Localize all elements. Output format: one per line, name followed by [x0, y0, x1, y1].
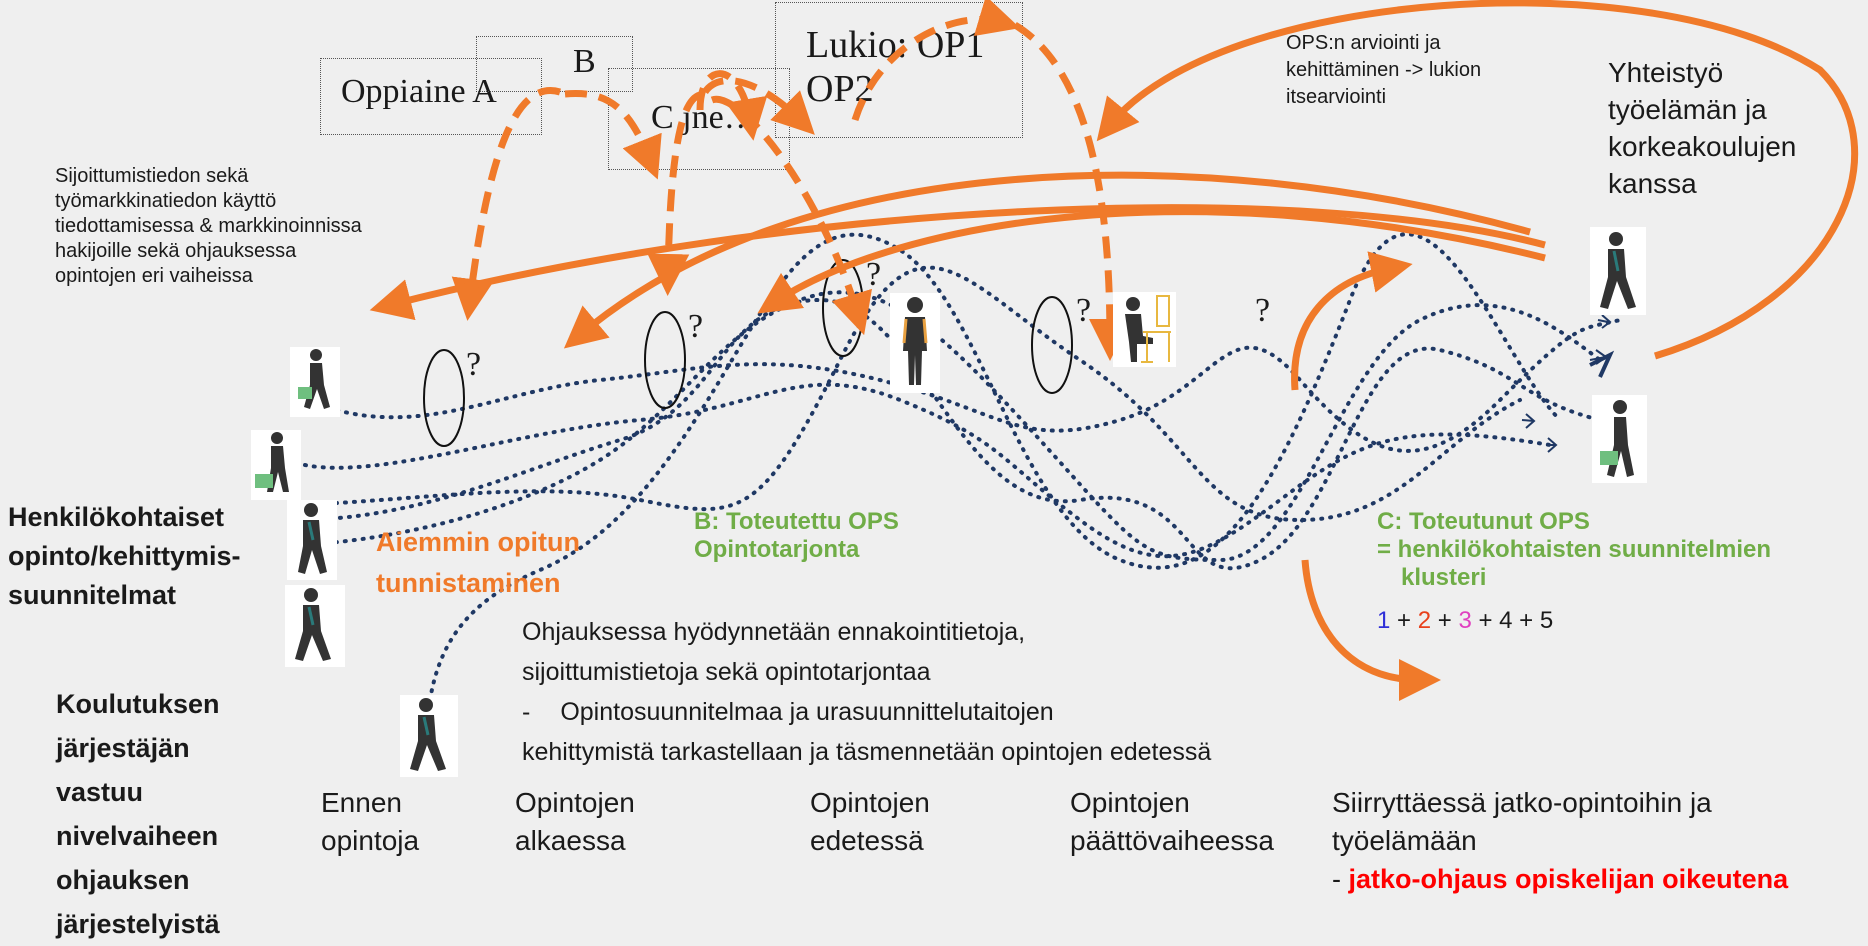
walking-person-icon: [1590, 227, 1646, 315]
dashed-arrow: [451, 87, 562, 321]
walking-person-icon: [287, 500, 337, 580]
provider-responsibility-text: Koulutuksen järjestäjän vastuu nivelvaih…: [56, 689, 220, 939]
learner-path: [298, 265, 1522, 523]
prior-learning-label: Aiemmin opitun tunnistaminen: [376, 527, 580, 598]
guidance-line4: kehittymistä tarkastellaan ja täsmennetä…: [522, 738, 1212, 766]
checkpoint-ellipse: [1031, 296, 1073, 394]
realized-ops-c-label: C: Toteutunut OPS = henkilökohtaisten su…: [1377, 508, 1771, 592]
formula-part: 3: [1458, 607, 1472, 634]
personal-plans-label: Henkilökohtaiset opinto/kehittymis-suunn…: [8, 502, 241, 610]
question-mark: ?: [1076, 292, 1092, 329]
realized-ops-c-line3: klusteri: [1401, 564, 1487, 591]
dashed-arrow: [702, 77, 815, 135]
realized-ops-c-line1: C: Toteutunut OPS: [1377, 508, 1590, 535]
feedback-arrow: [563, 171, 1531, 349]
learner-path: [293, 297, 1602, 571]
realized-ops-b-line1: B: Toteutettu OPS: [694, 508, 899, 535]
placement-info-text: Sijoittumistiedon sekä työmarkkinatiedon…: [55, 165, 362, 287]
realized-ops-b-label: B: Toteutettu OPS Opintotarjonta: [694, 508, 899, 564]
guidance-line2: sijoittumistietoja sekä opintotarjontaa: [522, 658, 931, 686]
learner-path: [428, 232, 1562, 702]
formula-part: 2: [1417, 607, 1432, 634]
phase-progress: Opintojen edetessä: [810, 787, 930, 856]
phase-transition-line3: - jatko-ohjaus opiskelijan oikeutena: [1332, 860, 1862, 898]
guidance-line1: Ohjauksessa hyödynnetään ennakointitieto…: [522, 618, 1026, 646]
dashed-arrow: [564, 90, 662, 180]
phase-final: Opintojen päättövaiheessa: [1070, 787, 1274, 856]
feedback-arrow: [1096, 0, 1859, 360]
realized-ops-b-line2: Opintotarjonta: [694, 536, 860, 563]
walking-person-icon: [251, 430, 301, 500]
question-mark: ?: [466, 346, 482, 383]
realized-ops-c-line2: = henkilökohtaisten suunnitelmien: [1377, 536, 1772, 563]
walking-person-icon: [290, 347, 340, 417]
formula-part: +: [1390, 607, 1418, 634]
phase-before: Ennen opintoja: [321, 787, 420, 856]
learner-path: [318, 318, 1622, 453]
phase-transition-line1: Siirryttäessä jatko-opintoihin ja: [1332, 787, 1712, 818]
walking-person-icon: [285, 585, 345, 667]
phase-transition: Siirryttäessä jatko-opintoihin ja työelä…: [1332, 784, 1862, 898]
standing-person-icon: [890, 293, 940, 393]
formula-part: +: [1431, 607, 1459, 634]
question-mark: ?: [866, 256, 882, 293]
walking-person-icon: [1592, 395, 1647, 483]
transition-dash: -: [1332, 864, 1349, 894]
feedback-arrow: [369, 204, 1546, 321]
formula-part: + 4 + 5: [1471, 607, 1554, 634]
formula-part: 1: [1377, 607, 1391, 634]
subject-box-a: Oppiaine A: [320, 58, 542, 135]
cluster-arrow-down: [1301, 559, 1441, 701]
guidance-bullet: -: [522, 698, 531, 726]
ops-evaluation-text: OPS:n arviointi ja kehittäminen -> lukio…: [1286, 32, 1482, 108]
transition-right-text: jatko-ohjaus opiskelijan oikeutena: [1348, 864, 1789, 894]
dashed-arrow: [1013, 22, 1131, 361]
person-at-desk-icon: [1113, 292, 1176, 367]
guidance-line3-row: - Opintosuunnitelmaa ja urasuunnittelutai…: [522, 692, 1211, 732]
cooperation-text: Yhteistyö työelämän ja korkeakoulujen ka…: [1608, 57, 1797, 199]
learner-path: [298, 290, 1602, 563]
dashed-arrow: [647, 91, 702, 296]
feedback-arrow: [757, 208, 1546, 314]
guidance-text: Ohjauksessa hyödynnetään ennakointitieto…: [522, 612, 1211, 772]
guidance-line3: Opintosuunnitelmaa ja urasuunnittelutait…: [560, 698, 1054, 726]
cluster-formula: 1 + 2 + 3 + 4 + 5: [1377, 607, 1553, 635]
learner-path: [303, 382, 1552, 559]
checkpoint-ellipse: [644, 311, 686, 409]
checkpoint-ellipse: [423, 349, 465, 447]
dashed-arrow: [696, 70, 768, 141]
walking-person-icon: [400, 695, 458, 777]
subject-box-b-label: B: [573, 43, 596, 80]
cluster-arrow-up: [1291, 251, 1413, 391]
phase-start: Opintojen alkaessa: [515, 787, 635, 856]
dashed-arrow: [851, 0, 1021, 122]
subject-box-a-label: Oppiaine A: [341, 73, 497, 110]
phase-transition-line2: työelämään: [1332, 825, 1477, 856]
question-mark: ?: [688, 308, 704, 345]
question-mark: ?: [1255, 292, 1271, 329]
